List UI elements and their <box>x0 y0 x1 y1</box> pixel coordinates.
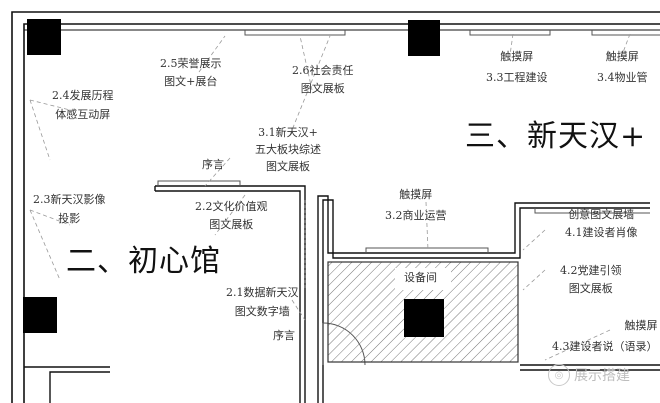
watermark: ◎ 展示搭建 <box>548 364 630 386</box>
exhibit-4-2-label: 4.2党建引领 图文展板 <box>560 264 622 295</box>
exhibit-2-5-label: 2.5荣誉展示 图文+展台 <box>160 57 222 88</box>
exhibit-3-1-label: 3.1新天汉+ 五大板块综述 图文展板 <box>255 126 321 173</box>
preface-label-top: 序言 <box>202 158 224 171</box>
exhibit-2-4-label: 2.4发展历程 体感互动屏 <box>52 89 114 121</box>
exhibit-2-6-label: 2.6社会责任 图文展板 <box>292 64 354 95</box>
equipment-room <box>327 261 519 363</box>
hall-title-xintianhan: 三、新天汉+ <box>465 119 647 154</box>
outer-walls <box>11 11 660 403</box>
exhibit-2-1-label: 2.1数据新天汉 图文数字墙 <box>226 286 299 318</box>
sightlines <box>29 33 631 361</box>
hall-title-chuxin: 二、初心馆 <box>66 244 221 279</box>
exhibit-3-2-label: 触摸屏 3.2商业运营 <box>385 188 447 222</box>
structural-columns <box>23 19 440 333</box>
watermark-text: 展示搭建 <box>574 368 630 384</box>
display-walls <box>157 30 660 290</box>
exhibit-4-1-label: 创意图文展墙 4.1建设者肖像 <box>565 208 638 239</box>
wechat-icon: ◎ <box>548 364 570 386</box>
preface-label-bottom: 序言 <box>273 329 295 342</box>
exhibit-4-3-label: 触摸屏 4.3建设者说（语录） <box>552 319 658 353</box>
exhibit-2-2-label: 2.2文化价值观 图文展板 <box>195 200 268 231</box>
exhibit-2-3-label: 2.3新天汉影像 投影 <box>33 193 106 225</box>
exhibit-3-3-label: 触摸屏 3.3工程建设 <box>486 50 548 84</box>
exhibit-3-4-label: 触摸屏 3.4物业管 <box>597 50 648 84</box>
equipment-room-label: 设备间 <box>404 271 437 284</box>
